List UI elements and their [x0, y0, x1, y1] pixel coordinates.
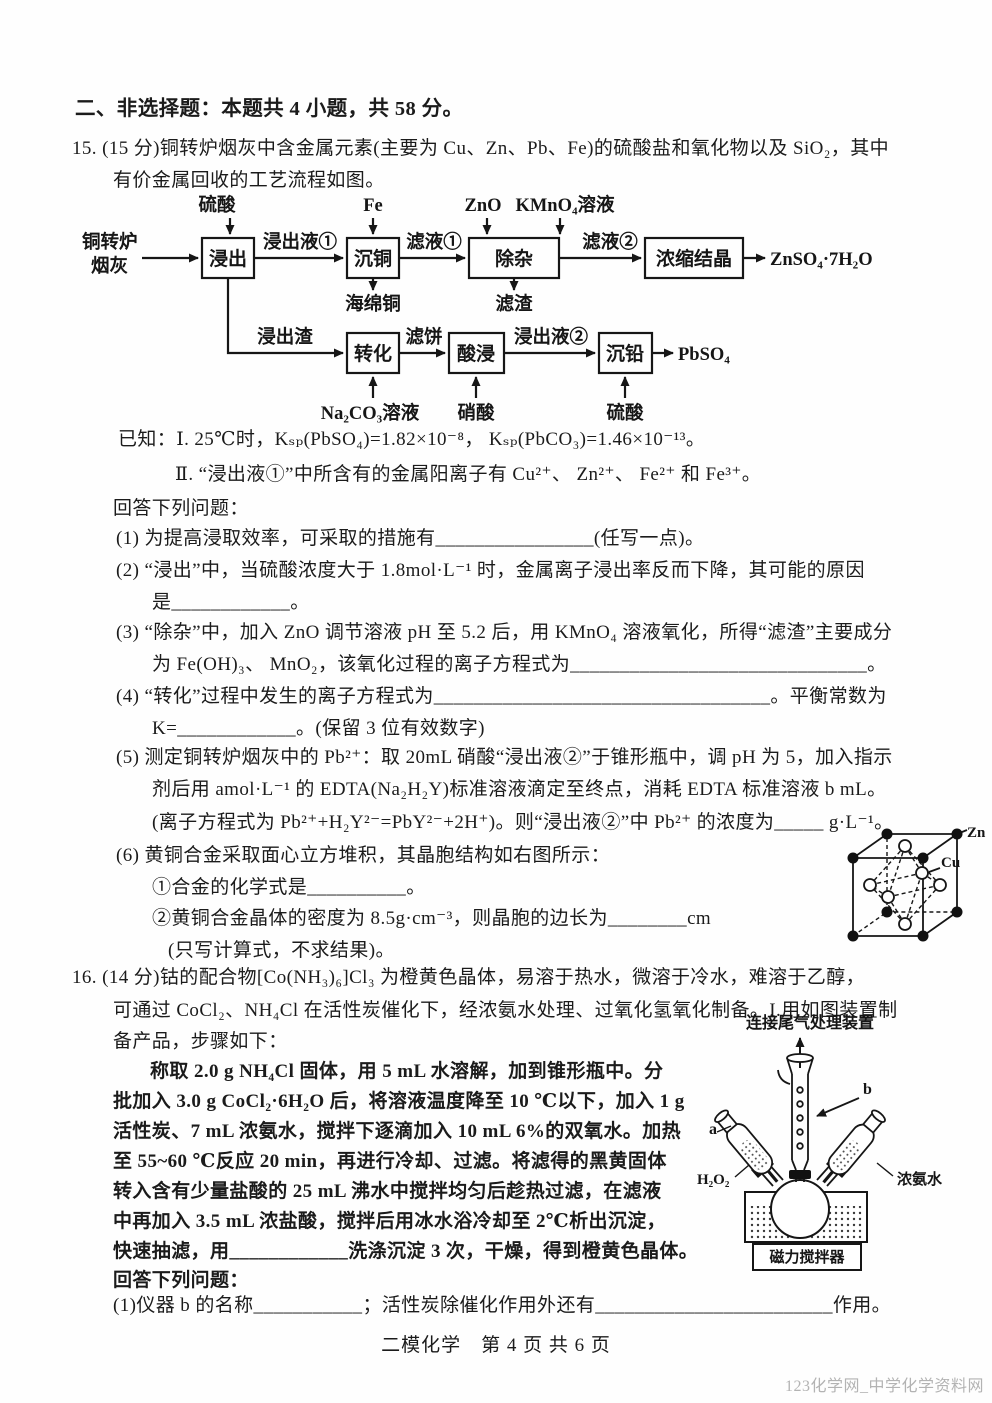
flow-out-sponge-cu: 海绵铜: [345, 293, 401, 315]
q16-step-6: 中再加入 3.5 mL 浓盐酸，搅拌后用冰水浴冷却至 2℃析出沉淀，: [113, 1211, 667, 1232]
apparatus-ammonia-label: 浓氨水: [897, 1170, 943, 1188]
q16-step-1: 称取 2.0 g NH₄Cl 固体，用 5 mL 水溶解，加到锥形瓶中。分: [150, 1061, 664, 1082]
q15-q1: (1) 为提高浸取效率，可采取的措施有________________(任写一点…: [116, 528, 705, 549]
q15-q6-line1: (6) 黄铜合金采取面心立方堆积，其晶胞结构如右图所示：: [116, 845, 611, 866]
q15-crystal-figure: Zn Cu: [847, 825, 986, 942]
flow-box-crystallize: [643, 236, 745, 280]
q15-q6-line4: (只写计算式，不求结果)。: [168, 940, 395, 961]
flow-label-purify: 除杂: [495, 247, 533, 270]
q15-q4-line2: K=____________。(保留 3 位有效数字): [152, 718, 485, 739]
flow-stream-residue: 浸出渣: [257, 326, 313, 348]
q15-q3-line2: 为 Fe(OH)₃、 MnO₂，该氧化过程的离子方程式为____________…: [152, 654, 887, 675]
apparatus-vent-label: 连接尾气处理装置: [746, 1013, 874, 1032]
q16-apparatus-figure: 连接尾气处理装置 b: [697, 1013, 943, 1271]
flow-box-convert: [345, 331, 401, 375]
q15-q5-line2: 剂后用 amol·L⁻¹ 的 EDTA(Na₂H₂Y)标准溶液滴定至终点，消耗 …: [152, 779, 887, 800]
q16-prompt: 回答下列问题：: [113, 1270, 249, 1291]
three-neck-flask: [770, 1179, 830, 1239]
apparatus-h2o2-label: H₂O₂: [697, 1172, 730, 1188]
apparatus-a-label: a: [709, 1121, 717, 1138]
apparatus-stirrer-label: 磁力搅拌器: [769, 1248, 845, 1266]
q16-intro-line3: 备产品，步骤如下：: [113, 1031, 288, 1052]
left-dropping-funnel: [714, 1109, 779, 1183]
flow-out-znso4: ZnSO₄·7H₂O: [770, 250, 873, 270]
flow-reagent-na2co3: Na₂CO₃溶液: [321, 402, 420, 424]
q16-q1: (1)仪器 b 的名称___________；活性炭除催化作用外还有______…: [113, 1295, 892, 1316]
q16-step-3: 活性炭、7 mL 浓氨水，搅拌下逐滴加入 10 mL 6%的双氧水。加热: [113, 1121, 682, 1142]
q16-step-4: 至 55~60 ℃反应 20 min，再进行冷却、过滤。将滤得的黑黄固体: [113, 1151, 667, 1172]
flow-label-crystallize: 浓缩结晶: [656, 247, 732, 270]
apparatus-b-label: b: [863, 1081, 872, 1098]
q16-step-7: 快速抽滤，用____________洗涤沉淀 3 次，干燥，得到橙黄色晶体。: [113, 1241, 699, 1262]
flow-box-leach: [200, 236, 256, 280]
flow-stream-filtrate2: 滤液②: [582, 231, 638, 253]
right-dropping-funnel: [822, 1109, 886, 1184]
flow-box-precip-pb: [597, 331, 654, 375]
section-header: 二、非选择题：本题共 4 小题，共 58 分。: [75, 98, 464, 120]
q15-intro-line1: 15. (15 分)铜转炉烟灰中含金属元素(主要为 Cu、Zn、Pb、Fe)的硫…: [72, 138, 889, 159]
flow-stream-filtrate1: 滤液①: [406, 231, 462, 253]
q15-prompt: 回答下列问题：: [113, 498, 249, 519]
flow-label-precip-pb: 沉铅: [606, 342, 644, 365]
flow-reagent-sulfuric2: 硫酸: [606, 402, 644, 424]
crystal-corner-atoms: [847, 828, 963, 942]
flow-reagent-sulfuric1: 硫酸: [198, 194, 236, 216]
flow-label-convert: 转化: [354, 342, 392, 365]
q15-q6-line2: ①合金的化学式是__________。: [152, 877, 426, 898]
crystal-face-atoms: [863, 839, 947, 931]
q15-q2-line2: 是____________。: [152, 592, 310, 613]
q15-q4-line1: (4) “转化”过程中发生的离子方程式为____________________…: [116, 686, 887, 707]
q15-intro-line2: 有价金属回收的工艺流程如图。: [113, 170, 385, 191]
q16-intro-line2: 可通过 CoCl₂、NH₄Cl 在活性炭催化下，经浓氨水处理、过氧化氢氧化制备。…: [113, 1000, 898, 1021]
flow-label-leach: 浸出: [209, 247, 247, 270]
q15-q3-line1: (3) “除杂”中，加入 ZnO 调节溶液 pH 至 5.2 后，用 KMnO₄…: [116, 622, 893, 643]
q15-q6-line3: ②黄铜合金晶体的密度为 8.5g·cm⁻³，则晶胞的边长为________cm: [152, 908, 712, 929]
flow-box-purify: [467, 236, 561, 280]
flow-box-acid-leach: [447, 331, 506, 375]
q16-step-2: 批加入 3.0 g CoCl₂·6H₂O 后，将溶液温度降至 10 ℃以下，加入…: [113, 1091, 685, 1112]
page-footer: 二模化学 第 4 页 共 6 页: [381, 1335, 611, 1356]
q15-known-1: 已知：Ⅰ. 25℃时，Kₛₚ(PbSO₄)=1.82×10⁻⁸， Kₛₚ(PbC…: [118, 429, 706, 450]
flow-stream-leachate1: 浸出液①: [263, 231, 338, 253]
condenser: [777, 1053, 814, 1182]
flow-reagent-fe: Fe: [363, 196, 383, 216]
crystal-zn-label: Zn: [967, 825, 986, 841]
flow-label-cement-cu: 沉铜: [354, 247, 392, 270]
q16-intro-line1: 16. (14 分)钴的配合物[Co(NH₃)₆]Cl₃ 为橙黄色晶体，易溶于热…: [72, 967, 866, 988]
flow-stream-filter-cake: 滤饼: [405, 326, 442, 348]
crystal-cu-label: Cu: [941, 855, 960, 871]
flow-out-filter-residue: 滤渣: [495, 293, 533, 315]
magnetic-stirrer: [752, 1243, 862, 1271]
flow-label-acid-leach: 酸浸: [457, 342, 495, 365]
flow-stream-leachate2: 浸出液②: [514, 326, 589, 348]
flow-feed-line1: 铜转炉: [82, 231, 138, 253]
q15-flowchart: 铜转炉 烟灰 硫酸 Fe ZnO KMnO₄溶液 浸出 沉铜 除杂 浓缩结晶 转…: [82, 194, 873, 424]
q15-q5-line3: (离子方程式为 Pb²⁺+H₂Y²⁻=PbY²⁻+2H⁺)。则“浸出液②”中 P…: [152, 812, 894, 833]
flow-reagent-nitric: 硝酸: [457, 402, 495, 424]
center-neck-stopper: [789, 1170, 811, 1179]
flow-reagent-zno: ZnO: [464, 196, 501, 216]
flow-reagent-kmno4: KMnO₄溶液: [515, 194, 615, 216]
q16-step-5: 转入含有少量盐酸的 25 mL 沸水中搅拌均匀后趁热过滤，在滤液: [113, 1181, 662, 1202]
flow-box-cement-cu: [345, 236, 401, 280]
q15-q2-line1: (2) “浸出”中，当硫酸浓度大于 1.8mol·L⁻¹ 时，金属离子浸出率反而…: [116, 560, 865, 581]
q15-known-2: Ⅱ. “浸出液①”中所含有的金属阳离子有 Cu²⁺、 Zn²⁺、 Fe²⁺ 和 …: [175, 464, 762, 485]
flow-out-pbso4: PbSO₄: [678, 345, 730, 365]
site-watermark: 123化学网_中学化学资料网: [784, 1378, 984, 1395]
q15-q5-line1: (5) 测定铜转炉烟灰中的 Pb²⁺：取 20mL 硝酸“浸出液②”于锥形瓶中，…: [116, 747, 893, 768]
flow-feed-line2: 烟灰: [91, 255, 129, 277]
